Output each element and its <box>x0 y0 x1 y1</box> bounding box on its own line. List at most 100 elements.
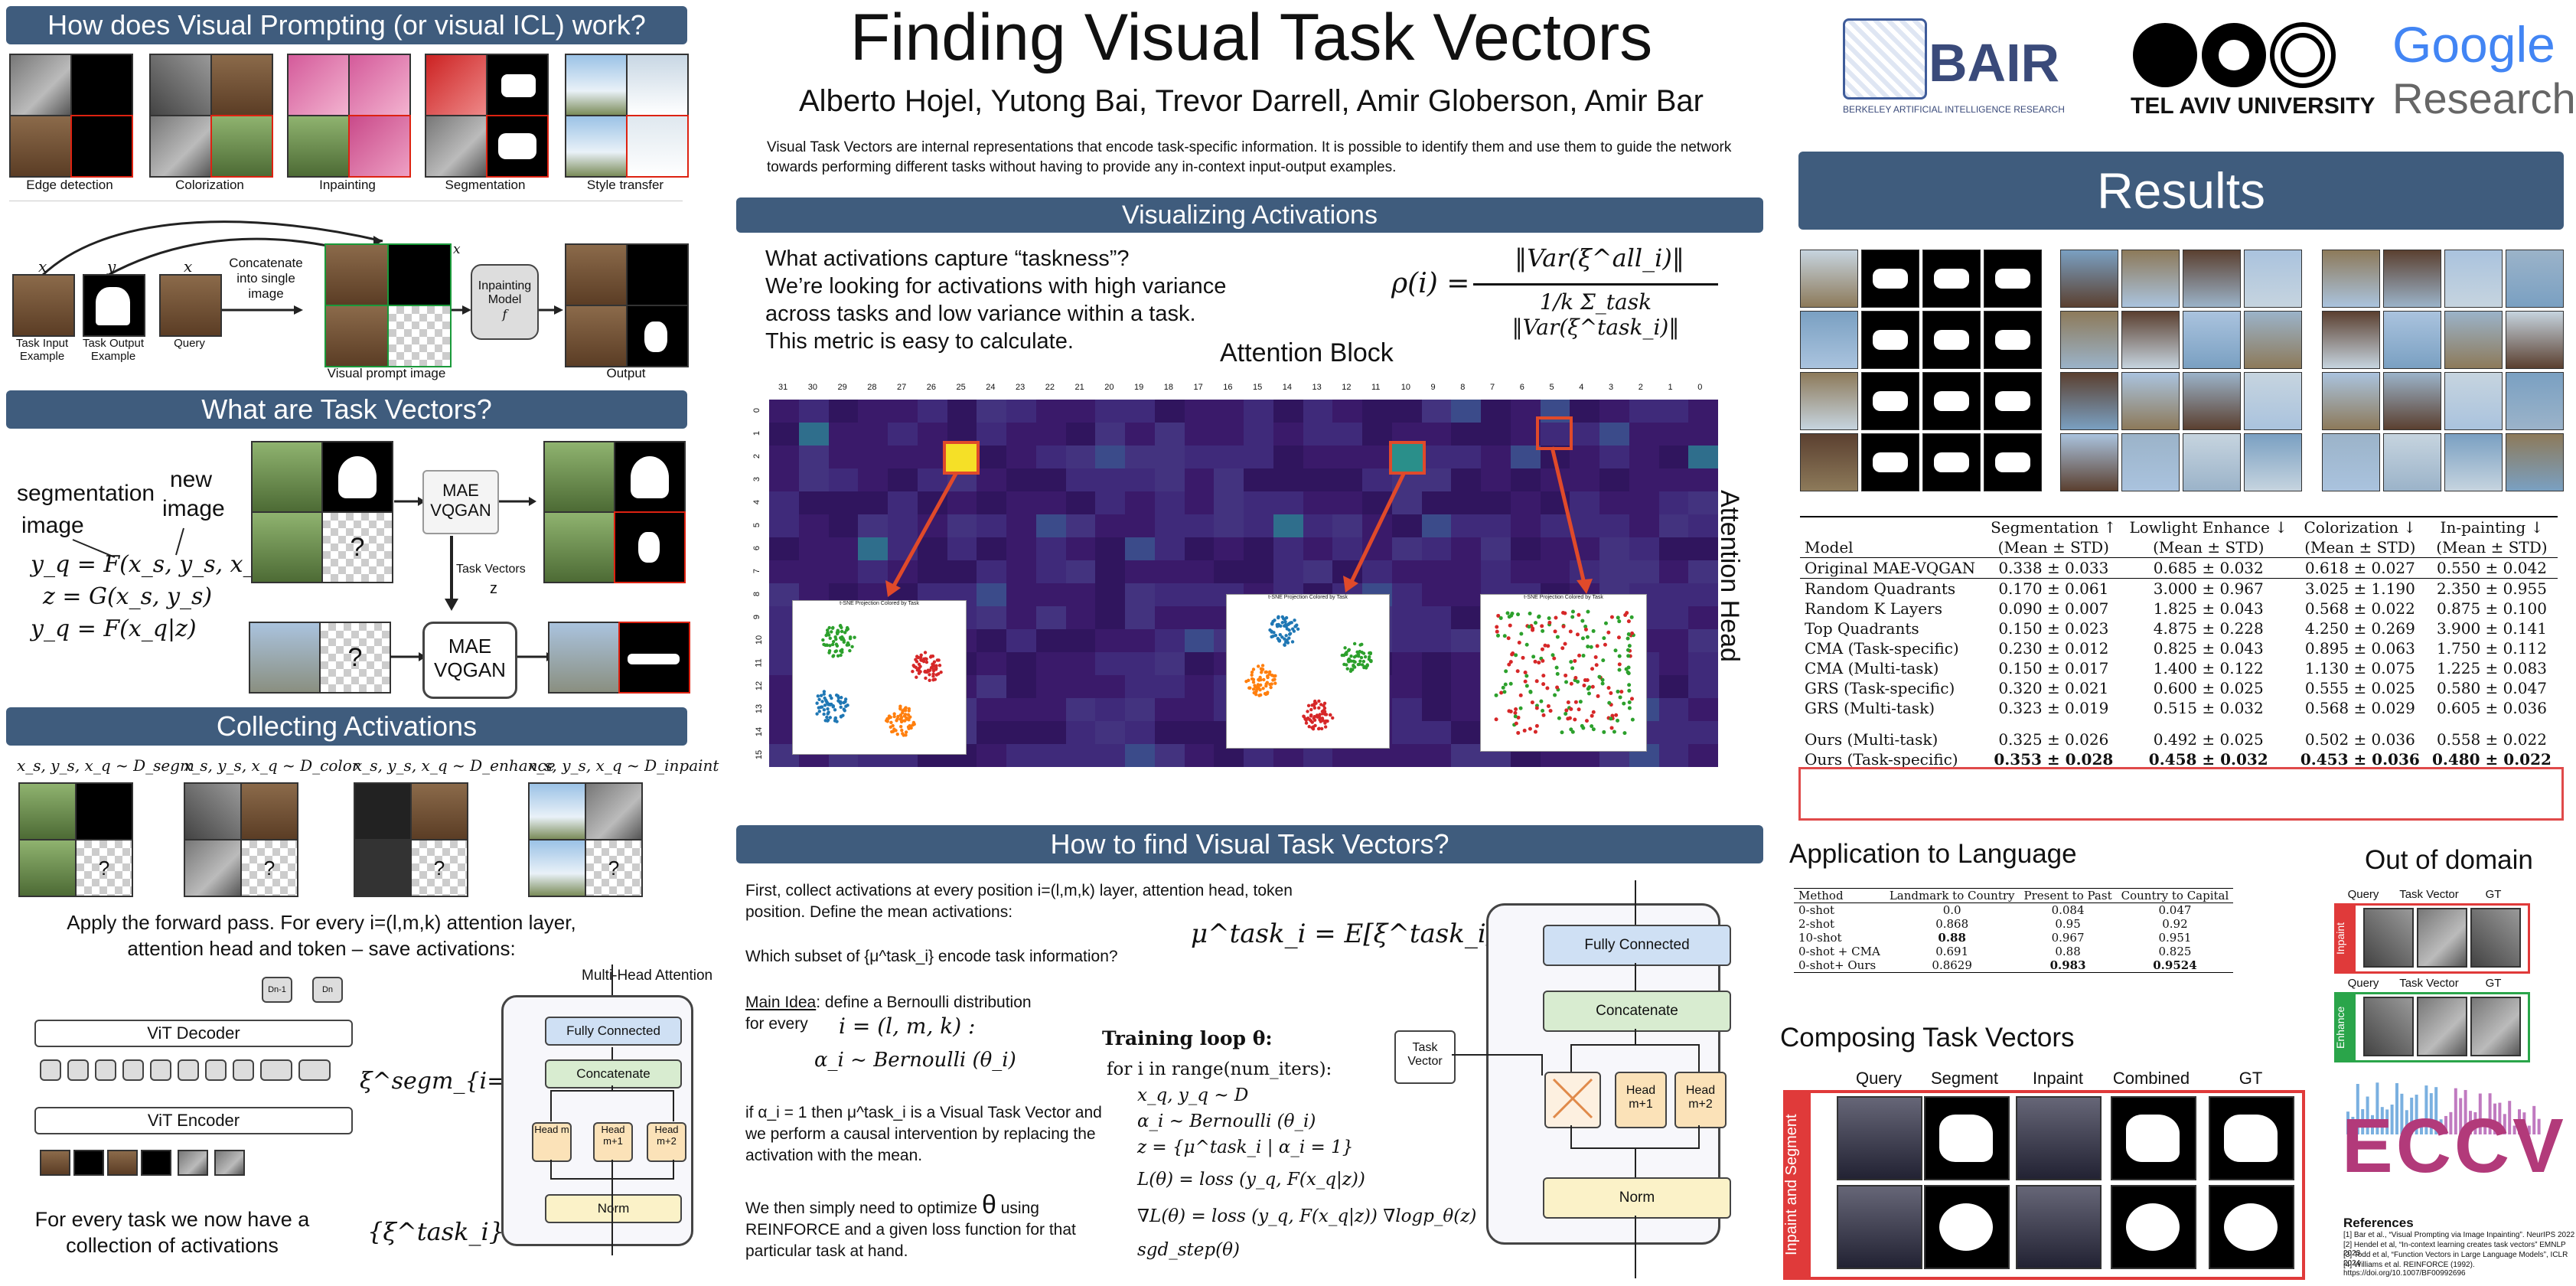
tsne-point <box>826 719 830 723</box>
heatmap-cell <box>1154 423 1185 446</box>
eccv-bar <box>2527 1125 2531 1134</box>
tsne-point <box>1575 632 1580 637</box>
tsne-point <box>833 708 837 712</box>
result-thumb <box>2506 311 2564 369</box>
heatmap-cell <box>917 423 947 446</box>
heatmap-cell <box>1540 560 1570 583</box>
results-model-cell: GRS (Multi-task) <box>1805 699 1935 717</box>
tsne-point <box>1322 710 1325 714</box>
lang-method-cell: 2-shot <box>1798 917 1835 931</box>
tsne-title-3: t-SNE Projection Colored by Task <box>1524 595 1603 600</box>
tsne-point <box>1514 707 1518 712</box>
rho-bar <box>1473 283 1718 286</box>
tsne-point <box>833 719 837 723</box>
result-thumb <box>2444 311 2503 369</box>
style-img-3 <box>565 115 628 178</box>
heatmap-cell <box>888 400 918 423</box>
tsne-point <box>1507 662 1511 667</box>
ood-col-2: GT <box>2485 888 2502 901</box>
heatmap-cell <box>1481 560 1511 583</box>
tsne-point <box>1283 643 1286 647</box>
heatmap-cell <box>1658 468 1689 491</box>
heatmap-cell <box>1065 675 1096 698</box>
tsne-point <box>839 649 843 653</box>
taskness-q1: What activations capture “taskness”? <box>765 246 1130 271</box>
lang-value-cell: 0.868 <box>1935 917 1969 931</box>
mae-label-2: MAE <box>448 635 492 658</box>
opt-text2: using REINFORCE and a given loss functio… <box>745 1200 1076 1260</box>
lang-method-cell: 0-shot <box>1798 903 1835 917</box>
heatmap-cell <box>888 446 918 468</box>
ood-img-5 <box>2417 997 2467 1056</box>
heatmap-cell <box>1095 423 1125 446</box>
tsne-point <box>1273 619 1277 622</box>
y-tick: 11 <box>754 658 764 667</box>
y-tick: 2 <box>752 453 762 459</box>
tsne-point <box>915 675 918 679</box>
fc-box-right: Fully Connected <box>1543 925 1731 966</box>
heatmap-cell <box>1451 721 1481 744</box>
tsne-point <box>848 637 853 641</box>
mask-shape <box>2126 1203 2180 1251</box>
results-value-cell: 4.250 ± 0.269 <box>2304 619 2415 638</box>
tsne-point <box>904 733 908 737</box>
ref-0: [1] Bar et al., “Visual Prompting via Im… <box>2343 1231 2575 1239</box>
tsne-point <box>894 729 898 733</box>
heatmap-cell <box>888 491 918 514</box>
heatmap-cell <box>1629 423 1659 446</box>
seg-label: segmentation <box>17 481 155 506</box>
tsne-point <box>931 677 935 682</box>
x-tick: 4 <box>1579 383 1584 392</box>
tsne-point <box>1510 652 1515 657</box>
tv-img-4: ? <box>321 511 393 583</box>
tau-logo-icon <box>2131 20 2337 90</box>
x-tick: 28 <box>867 383 877 392</box>
heatmap-cell <box>917 446 947 468</box>
y-tick: 0 <box>752 407 762 413</box>
heatmap-cell <box>1688 514 1718 537</box>
dist-3: x_s, y_s, x_q ~ D_inpaint <box>528 756 719 775</box>
heatmap-cell <box>1095 491 1125 514</box>
heatmap-cell <box>1481 537 1511 560</box>
heatmap-cell <box>1095 514 1125 537</box>
tsne-point <box>842 700 846 705</box>
result-thumb <box>2244 311 2302 369</box>
tsne-point <box>1278 633 1282 637</box>
mask-shape <box>1873 452 1908 472</box>
x-tick: 20 <box>1104 383 1114 392</box>
heatmap-cell <box>947 514 977 537</box>
tsne-point <box>1555 671 1560 676</box>
tsne-point <box>1583 627 1588 632</box>
tsne-point <box>1602 636 1606 641</box>
heatmap-cell <box>1006 537 1036 560</box>
tsne-point <box>1270 673 1274 677</box>
heatmap-arrows <box>885 446 1593 597</box>
question-mark: ? <box>350 533 365 562</box>
compose-thumb <box>1837 1096 1922 1180</box>
tsne-point <box>1609 615 1614 619</box>
eccv-bar <box>2522 1112 2526 1134</box>
tsne-point <box>923 651 928 654</box>
lang-value-cell: 0.95 <box>2055 917 2081 931</box>
inpaint-img-3 <box>287 115 350 178</box>
tsne-point <box>1365 663 1369 667</box>
heatmap-cell <box>828 400 859 423</box>
heatmap-cell <box>798 423 829 446</box>
heatmap-cell <box>1035 629 1066 652</box>
compose-thumb <box>2016 1096 2102 1180</box>
tsne-point <box>1523 671 1528 675</box>
heatmap-cell <box>1244 537 1273 560</box>
heatmap-cell <box>1570 400 1599 423</box>
heatmap-cell <box>1154 606 1185 629</box>
x-tick: 8 <box>1460 383 1466 392</box>
heatmap-cell <box>1273 537 1303 560</box>
results-value-cell: 0.353 ± 0.028 <box>1994 750 2114 769</box>
heatmap-cell <box>1421 675 1452 698</box>
tsne-point <box>902 714 907 718</box>
y-tick: 10 <box>755 635 765 645</box>
tsne-point <box>1502 634 1507 638</box>
heatmap-cell <box>1391 583 1422 606</box>
tsne-point <box>822 692 826 696</box>
